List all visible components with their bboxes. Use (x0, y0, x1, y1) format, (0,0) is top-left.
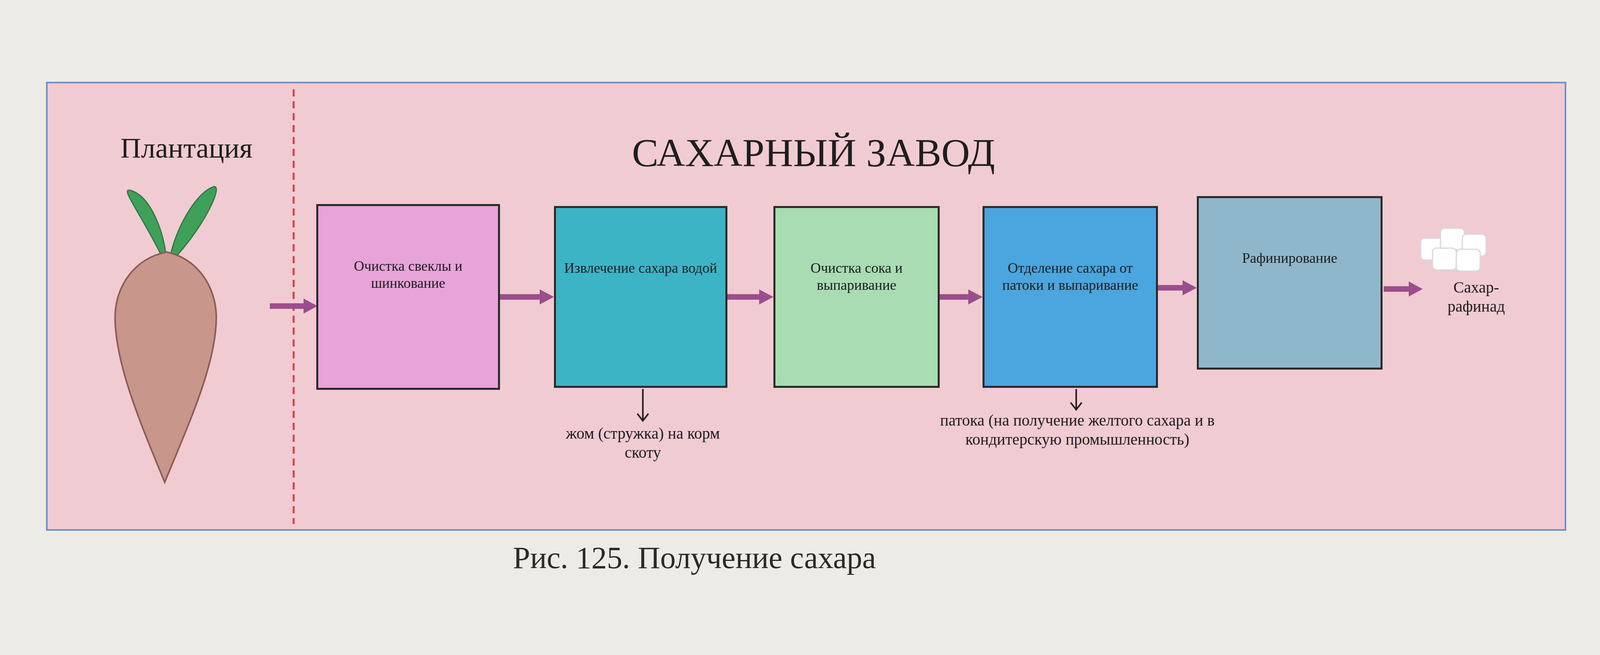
pulp-arrow (637, 388, 649, 421)
process-box: Извлечение сахара водой (553, 205, 728, 388)
box-text: Очистка сока и выпаривание (780, 259, 933, 294)
flow-arrow (500, 289, 554, 305)
output-arrow (1383, 281, 1423, 297)
box-text: Рафинирование (1242, 249, 1338, 267)
flow-arrow (939, 289, 983, 305)
area-label: Плантация (83, 130, 290, 166)
process-box: Рафинирование (1196, 196, 1383, 370)
beet-illustration (115, 186, 217, 483)
figure-caption: Рис. 125. Получение сахара (396, 539, 993, 576)
beet-arrow (269, 298, 318, 314)
flow-arrow (727, 289, 774, 305)
process-box: Очистка сока и выпаривание (773, 205, 940, 388)
byproduct-note: жом (стружка) на корм скоту (547, 423, 739, 462)
flow-arrow (1157, 280, 1197, 296)
diagram-title: САХАРНЫЙ ЗАВОД (515, 130, 1112, 175)
box-text: Отделение сахара от патоки и выпаривание (990, 259, 1151, 294)
process-box: Отделение сахара от патоки и выпаривание (982, 205, 1158, 388)
molasses-arrow (1070, 388, 1082, 410)
box-text: Очистка свеклы и шинкование (323, 257, 493, 292)
byproduct-note: патока (на получение желтого сахара и в … (892, 410, 1262, 449)
process-box: Очистка свеклы и шинкование (316, 203, 500, 390)
product-label: Сахар-рафинад (1426, 277, 1526, 316)
sugar-cubes (1420, 228, 1487, 272)
box-text: Извлечение сахара водой (564, 259, 718, 277)
